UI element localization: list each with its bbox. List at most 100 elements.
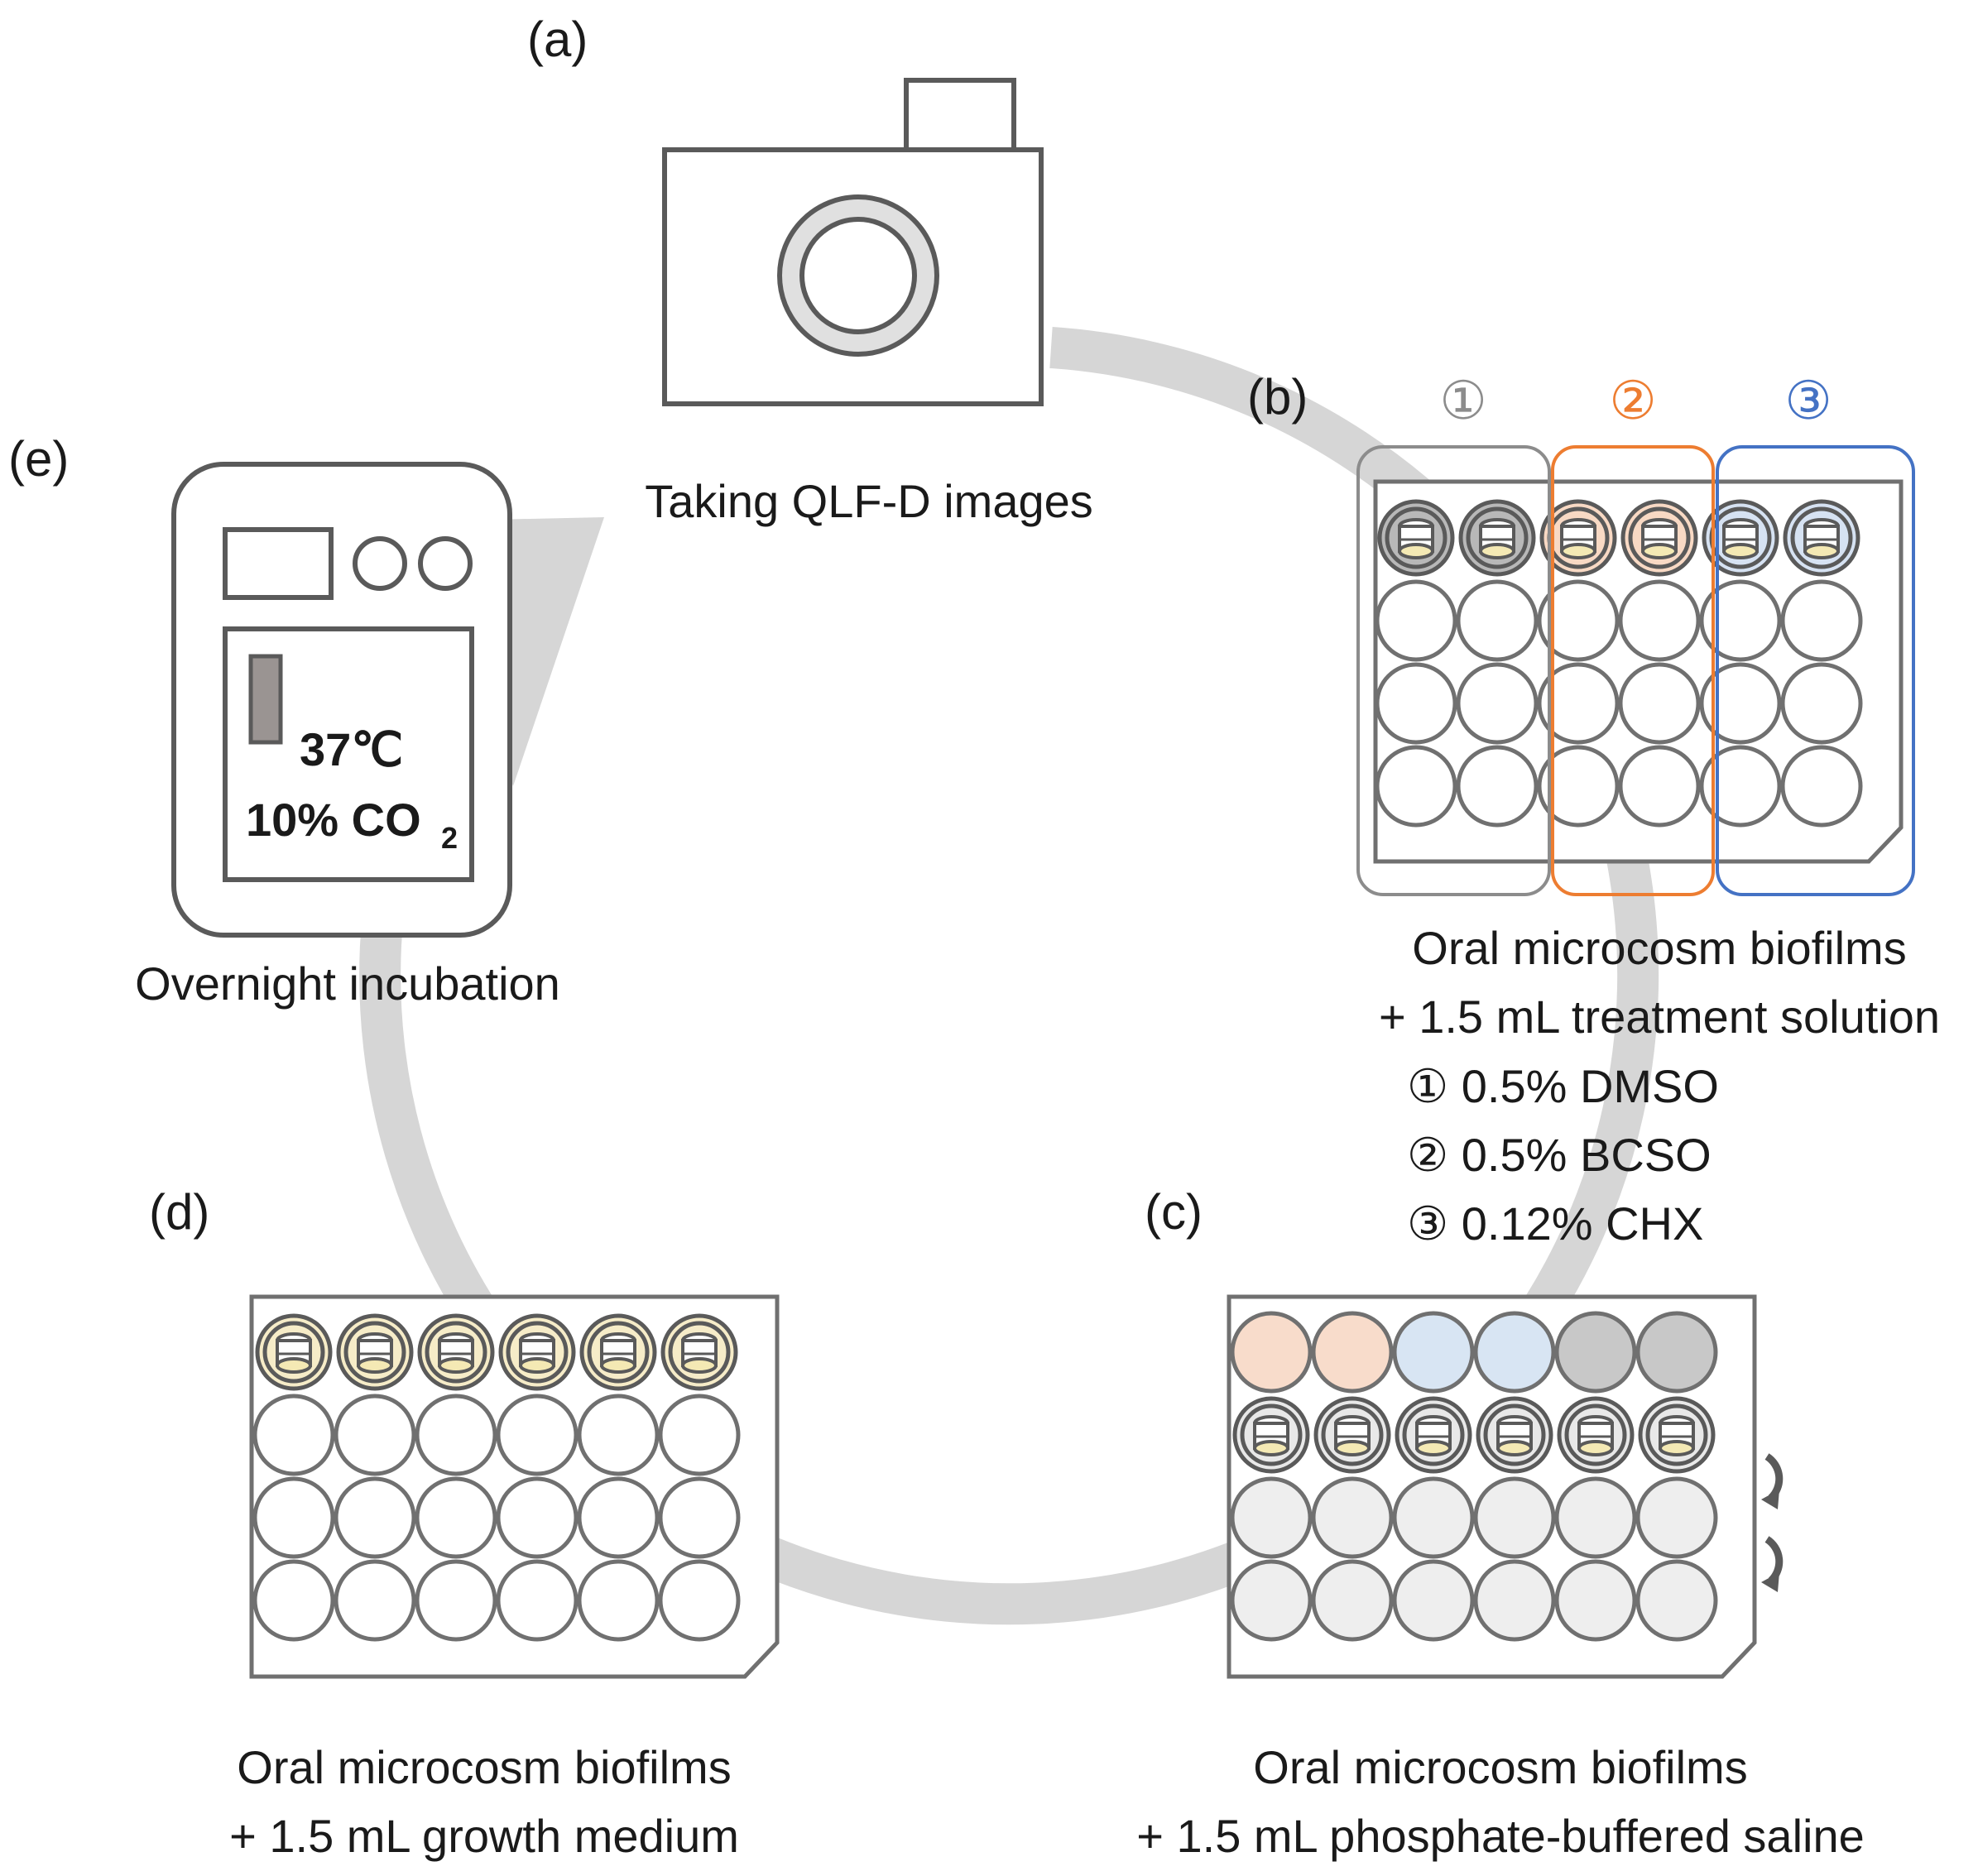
well-insert-icon [1395,1396,1472,1474]
well [496,1394,579,1476]
co2-readout: 10% CO [246,794,421,846]
well-insert-icon [1313,1396,1391,1474]
treatment-2: ② 0.5% BCSO [1407,1129,1712,1181]
treatment-3: ③ 0.12% CHX [1407,1197,1703,1250]
well [1392,1476,1475,1559]
incubator-icon [171,462,512,938]
well-insert-icon [660,1313,738,1391]
well [1392,1559,1475,1642]
caption-b-line2: + 1.5 mL treatment solution [1379,991,1940,1043]
well [415,1394,497,1476]
treatment-1: ① 0.5% DMSO [1407,1060,1719,1112]
caption-a: Taking QLF-D images [645,475,1093,527]
well-insert-icon [1377,499,1455,577]
caption-e: Overnight incubation [135,957,560,1010]
well [577,1394,660,1476]
well-insert-icon [1620,499,1698,577]
well [1554,1559,1637,1642]
well [1311,1311,1394,1394]
rotate-arrow-icon [1761,1453,1784,1592]
well [577,1476,660,1559]
co2-subscript: 2 [441,821,458,855]
well-insert-icon [1458,499,1536,577]
well [658,1476,741,1559]
group-marker-2: ② [1609,371,1656,430]
well-insert-icon [336,1313,414,1391]
well [1780,662,1863,745]
group-marker-1: ① [1439,371,1486,430]
panel-label-d: (d) [149,1184,209,1240]
well [1473,1311,1556,1394]
group-box-1 [1356,445,1551,896]
well [1554,1311,1637,1394]
well [1230,1311,1313,1394]
well-insert-icon [1539,499,1617,577]
well [1699,579,1782,662]
well [252,1476,335,1559]
panel-label-b: (b) [1247,369,1308,425]
caption-c-line2: + 1.5 mL phosphate-buffered saline [1136,1810,1865,1862]
well [1635,1476,1718,1559]
well [1618,662,1701,745]
well [334,1559,416,1642]
well [658,1394,741,1476]
well [1392,1311,1475,1394]
well [1473,1476,1556,1559]
well-insert-icon [255,1313,333,1391]
group-marker-3: ③ [1784,371,1832,430]
temperature-readout: 37℃ [300,723,403,775]
well [334,1476,416,1559]
well [1635,1559,1718,1642]
group-box-3 [1716,445,1915,896]
well [415,1559,497,1642]
well [1456,745,1539,828]
caption-c-line1: Oral microcosm biofilms [1253,1741,1747,1793]
well-insert-icon [417,1313,495,1391]
well-insert-icon [1557,1396,1635,1474]
camera-icon [662,78,1044,406]
well [252,1559,335,1642]
well [1618,745,1701,828]
well [1635,1311,1718,1394]
well [1780,579,1863,662]
well [1230,1476,1313,1559]
well [1375,579,1457,662]
well-insert-icon [1638,1396,1716,1474]
well-insert-icon [498,1313,576,1391]
well [1456,579,1539,662]
well [1375,662,1457,745]
well-insert-icon [579,1313,657,1391]
well [1618,579,1701,662]
well [496,1476,579,1559]
well [1375,745,1457,828]
well [1537,662,1620,745]
well-insert-icon [1702,499,1779,577]
panel-label-e: (e) [8,431,69,487]
panel-label-a: (a) [527,12,588,67]
well [1456,662,1539,745]
well [1699,662,1782,745]
well [658,1559,741,1642]
panel-label-c: (c) [1145,1184,1203,1240]
well-insert-icon [1476,1396,1553,1474]
well [1780,745,1863,828]
well-insert-icon [1232,1396,1310,1474]
well [334,1394,416,1476]
well [496,1559,579,1642]
well [1537,579,1620,662]
caption-d-line1: Oral microcosm biofilms [237,1741,731,1793]
well [1473,1559,1556,1642]
well [252,1394,335,1476]
well [1554,1476,1637,1559]
well [1230,1559,1313,1642]
caption-d-line2: + 1.5 mL growth medium [229,1810,739,1862]
group-box-2 [1551,445,1715,896]
well [415,1476,497,1559]
well [577,1559,660,1642]
well [1311,1559,1394,1642]
well [1699,745,1782,828]
well-insert-icon [1783,499,1860,577]
well [1537,745,1620,828]
well [1311,1476,1394,1559]
